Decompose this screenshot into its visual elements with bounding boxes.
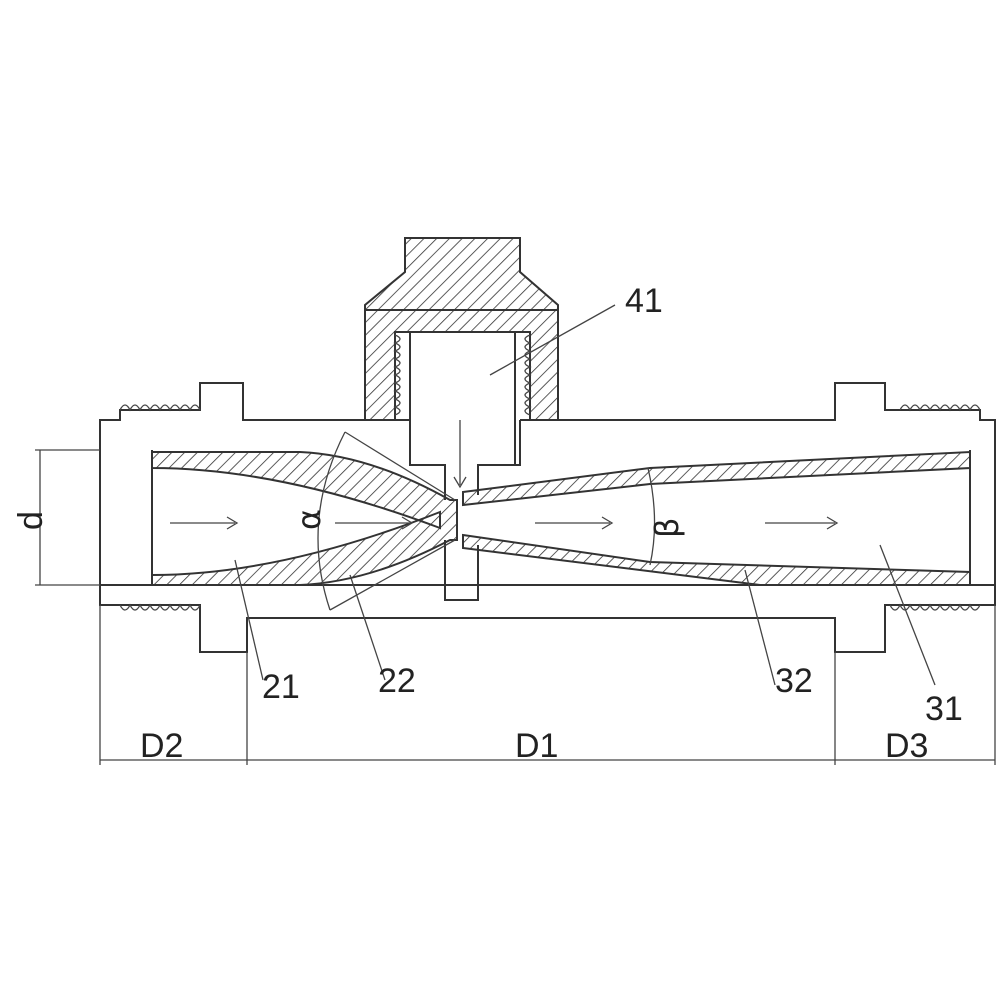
- label-D1: D1: [515, 727, 558, 765]
- nozzle-22: [151, 451, 458, 586]
- label-21: 21: [262, 668, 300, 706]
- left-thread-top: [119, 404, 201, 412]
- label-D2: D2: [140, 727, 183, 765]
- suction-cap: [364, 237, 559, 421]
- suction-tube: [409, 332, 516, 465]
- cap-inner-thread: [393, 334, 532, 416]
- right-thread-top: [899, 404, 981, 412]
- label-D3: D3: [885, 727, 928, 765]
- diffuser-32: [462, 450, 971, 586]
- dimension-lines: [35, 449, 996, 765]
- label-22: 22: [378, 662, 416, 700]
- beta-arc: [647, 467, 656, 566]
- label-31: 31: [925, 690, 963, 728]
- label-alpha: α: [290, 509, 328, 530]
- leader-lines: [234, 304, 936, 686]
- pipe-body: [99, 382, 996, 653]
- label-32: 32: [775, 662, 813, 700]
- label-beta: β: [648, 518, 686, 538]
- flow-arrows: [170, 420, 839, 530]
- label-41: 41: [625, 282, 663, 320]
- label-d: d: [12, 511, 50, 530]
- alpha-arc: [317, 431, 346, 611]
- left-thread-bottom: [119, 603, 201, 611]
